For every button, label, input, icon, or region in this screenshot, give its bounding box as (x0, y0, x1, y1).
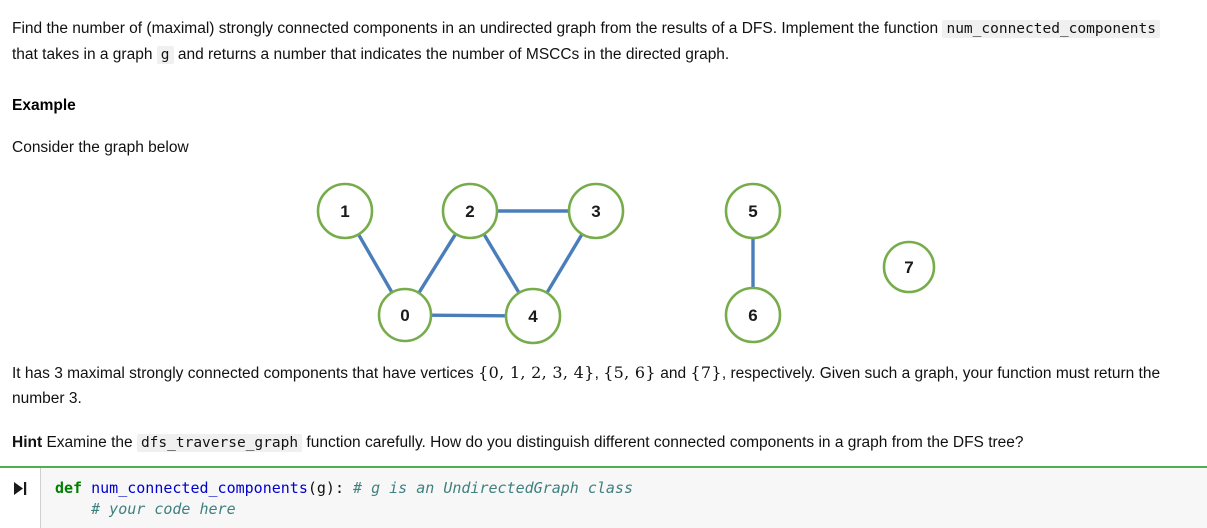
consider-wrap: Consider the graph below (0, 115, 1207, 160)
node-circle-0 (377, 287, 433, 343)
node-circle-3 (567, 182, 625, 240)
code-function-name: num_connected_components (91, 479, 308, 497)
graph-svg: 1 2 3 0 4 5 6 7 (316, 182, 936, 345)
explanation-and: and (660, 365, 687, 382)
graph-nodes: 1 2 3 0 4 5 6 7 (316, 182, 936, 345)
graph-node-2: 2 (441, 182, 499, 240)
hint-paragraph: Hint Examine the dfs_traverse_graph func… (12, 430, 1178, 456)
example-heading: Example (12, 97, 76, 114)
node-circle-7 (882, 240, 936, 294)
graph-node-0: 0 (377, 287, 433, 343)
node-label-7: 7 (904, 258, 913, 277)
hint-text-b: function carefully. How do you distingui… (306, 434, 1024, 451)
inline-code-dfs-traverse-graph: dfs_traverse_graph (136, 434, 303, 452)
graph-node-7: 7 (882, 240, 936, 294)
node-label-6: 6 (748, 306, 757, 325)
explanation-text-b: , respectively. Given such a graph, your… (12, 365, 1161, 407)
code-keyword-def: def (55, 479, 83, 497)
code-signature: (g): (307, 479, 344, 497)
node-circle-6 (724, 286, 782, 344)
graph-edge-1-0 (356, 232, 394, 295)
vertex-set-3: {7} (690, 363, 722, 382)
graph-edge-2-4 (481, 232, 522, 295)
run-cell-button[interactable] (0, 468, 40, 496)
graph-node-4: 4 (504, 287, 562, 345)
explanation-section: It has 3 maximal strongly connected comp… (0, 358, 1190, 411)
node-circle-1 (316, 182, 374, 240)
graph-edge-3-4 (544, 232, 585, 295)
node-circle-4 (504, 287, 562, 345)
graph-edges (356, 209, 755, 318)
code-comment-line2: # your code here (91, 500, 236, 518)
intro-section: Find the number of (maximal) strongly co… (0, 0, 1185, 68)
code-content[interactable]: def num_connected_components(g): # g is … (55, 478, 1207, 520)
node-label-0: 0 (400, 306, 409, 325)
node-label-5: 5 (748, 202, 757, 221)
hint-text-a: Examine the (46, 434, 133, 451)
vertex-set-1: {0, 1, 2, 3, 4} (478, 363, 595, 382)
consider-paragraph: Consider the graph below (12, 139, 189, 156)
intro-text-mid: that takes in a graph (12, 46, 153, 63)
node-circle-2 (441, 182, 499, 240)
example-heading-wrap: Example (0, 68, 1207, 115)
vertex-set-2: {5, 6} (603, 363, 656, 382)
code-cell[interactable]: def num_connected_components(g): # g is … (0, 468, 1207, 528)
graph-edge-0-4 (429, 313, 508, 318)
explanation-paragraph: It has 3 maximal strongly connected comp… (12, 360, 1178, 411)
inline-code-num-connected-components: num_connected_components (942, 20, 1160, 38)
explanation-text-a: It has 3 maximal strongly connected comp… (12, 365, 474, 382)
graph-node-5: 5 (724, 182, 782, 240)
node-label-3: 3 (591, 202, 600, 221)
code-comment-line1: # g is an UndirectedGraph class (353, 479, 633, 497)
graph-edge-0-2 (416, 232, 458, 295)
inline-code-g: g (156, 46, 174, 64)
run-step-icon[interactable] (13, 481, 27, 496)
graph-node-3: 3 (567, 182, 625, 240)
cell-divider (0, 466, 1207, 468)
node-label-4: 4 (528, 307, 538, 326)
intro-paragraph: Find the number of (maximal) strongly co… (12, 16, 1173, 68)
hint-label: Hint (12, 434, 43, 451)
graph-node-1: 1 (316, 182, 374, 240)
node-label-2: 2 (465, 202, 474, 221)
graph-node-6: 6 (724, 286, 782, 344)
node-circle-5 (724, 182, 782, 240)
intro-text-after: and returns a number that indicates the … (177, 46, 730, 63)
hint-section: Hint Examine the dfs_traverse_graph func… (0, 411, 1190, 456)
explanation-comma: , (594, 365, 599, 382)
graph-figure: 1 2 3 0 4 5 6 7 (0, 168, 1207, 358)
intro-text-before: Find the number of (maximal) strongly co… (12, 20, 939, 37)
node-label-1: 1 (340, 202, 349, 221)
code-editor[interactable]: def num_connected_components(g): # g is … (40, 468, 1207, 528)
